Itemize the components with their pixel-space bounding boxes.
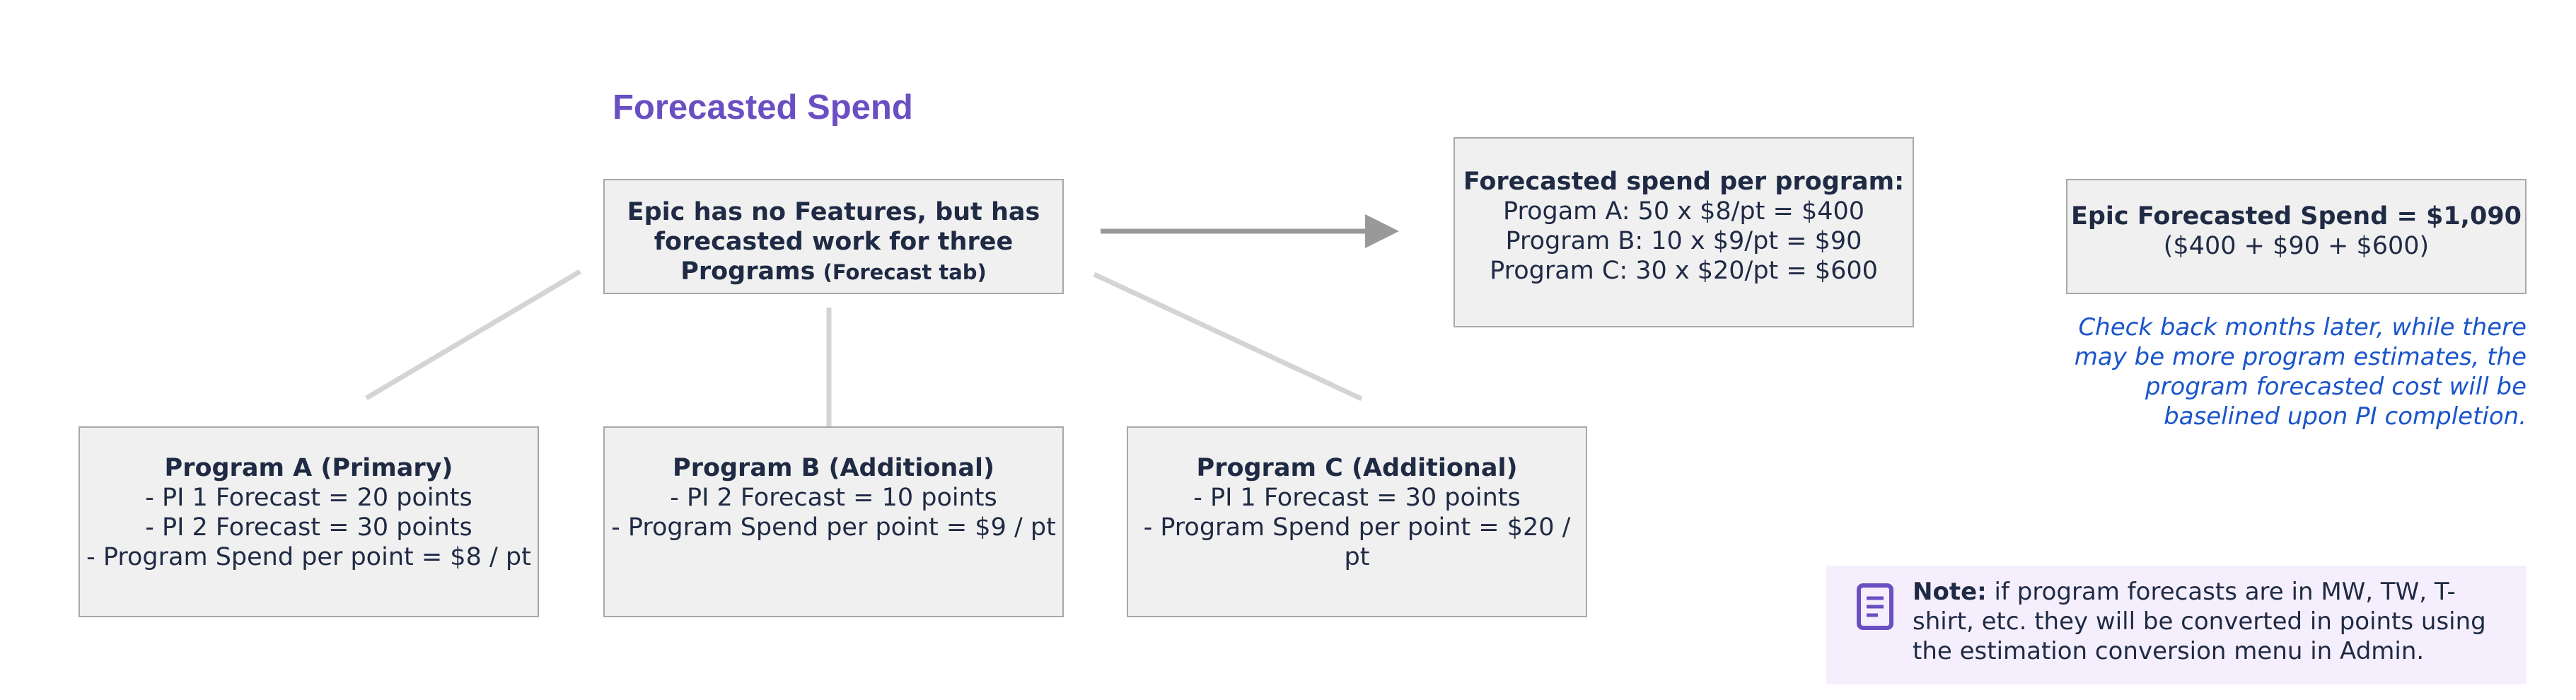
connector-epic-to-program-a <box>365 269 581 401</box>
program-c-box: Program C (Additional) - PI 1 Forecast =… <box>1127 426 1587 617</box>
epic-line-2: forecasted work for three <box>654 228 1014 256</box>
program-a-box: Program A (Primary) - PI 1 Forecast = 20… <box>79 426 539 617</box>
note-line-3: the estimation conversion menu in Admin. <box>1913 637 2425 665</box>
callout-text: Check back months later, while there may… <box>2058 313 2526 431</box>
epic-forecast-tab-note: (Forecast tab) <box>823 260 987 284</box>
spend-per-program-box: Forecasted spend per program: Progam A: … <box>1454 137 1914 327</box>
program-c-line: - Program Spend per point = $20 / pt <box>1143 513 1571 571</box>
note-text: Note: if program forecasts are in MW, TW… <box>1913 577 2500 666</box>
diagram-title: Forecasted Spend <box>613 88 913 127</box>
program-b-name: Program B (Additional) <box>673 454 994 482</box>
program-c-name: Program C (Additional) <box>1196 454 1518 482</box>
note-label: Note: <box>1913 578 1987 606</box>
program-b-box: Program B (Additional) - PI 2 Forecast =… <box>603 426 1064 617</box>
epic-line-1: Epic has no Features, but has <box>627 198 1040 226</box>
note-line-2: shirt, etc. they will be converted in po… <box>1913 607 2486 636</box>
document-icon <box>1857 583 1893 630</box>
epic-total-box: Epic Forecasted Spend = $1,090 ($400 + $… <box>2066 179 2526 294</box>
epic-total-formula: ($400 + $90 + $600) <box>2163 232 2430 260</box>
program-b-line: - PI 2 Forecast = 10 points <box>670 484 997 512</box>
callout-line: Check back months later, while there <box>2078 313 2526 342</box>
callout-line: baselined upon PI completion. <box>2164 402 2526 431</box>
program-c-line: - PI 1 Forecast = 30 points <box>1193 484 1521 512</box>
callout-line: program forecasted cost will be <box>2145 373 2526 401</box>
spend-line-b: Program B: 10 x $9/pt = $90 <box>1505 227 1862 255</box>
program-a-line: - PI 1 Forecast = 20 points <box>145 484 472 512</box>
callout-line: may be more program estimates, the <box>2074 343 2526 371</box>
spend-line-a: Progam A: 50 x $8/pt = $400 <box>1502 197 1865 226</box>
program-a-name: Program A (Primary) <box>164 454 453 482</box>
epic-line-3: Programs <box>680 257 816 286</box>
spend-heading: Forecasted spend per program: <box>1463 168 1905 196</box>
spend-line-c: Program C: 30 x $20/pt = $600 <box>1490 257 1878 285</box>
connector-epic-to-program-c <box>1093 272 1363 402</box>
program-a-line: - Program Spend per point = $8 / pt <box>86 543 531 571</box>
epic-box: Epic has no Features, but has forecasted… <box>603 179 1064 294</box>
program-a-line: - PI 2 Forecast = 30 points <box>145 513 472 542</box>
note-panel: Note: if program forecasts are in MW, TW… <box>1826 566 2526 684</box>
arrow-icon <box>1101 214 1399 248</box>
program-b-line: - Program Spend per point = $9 / pt <box>611 513 1056 542</box>
epic-total-heading: Epic Forecasted Spend = $1,090 <box>2070 202 2522 231</box>
note-line-1: if program forecasts are in MW, TW, T- <box>1994 578 2456 606</box>
